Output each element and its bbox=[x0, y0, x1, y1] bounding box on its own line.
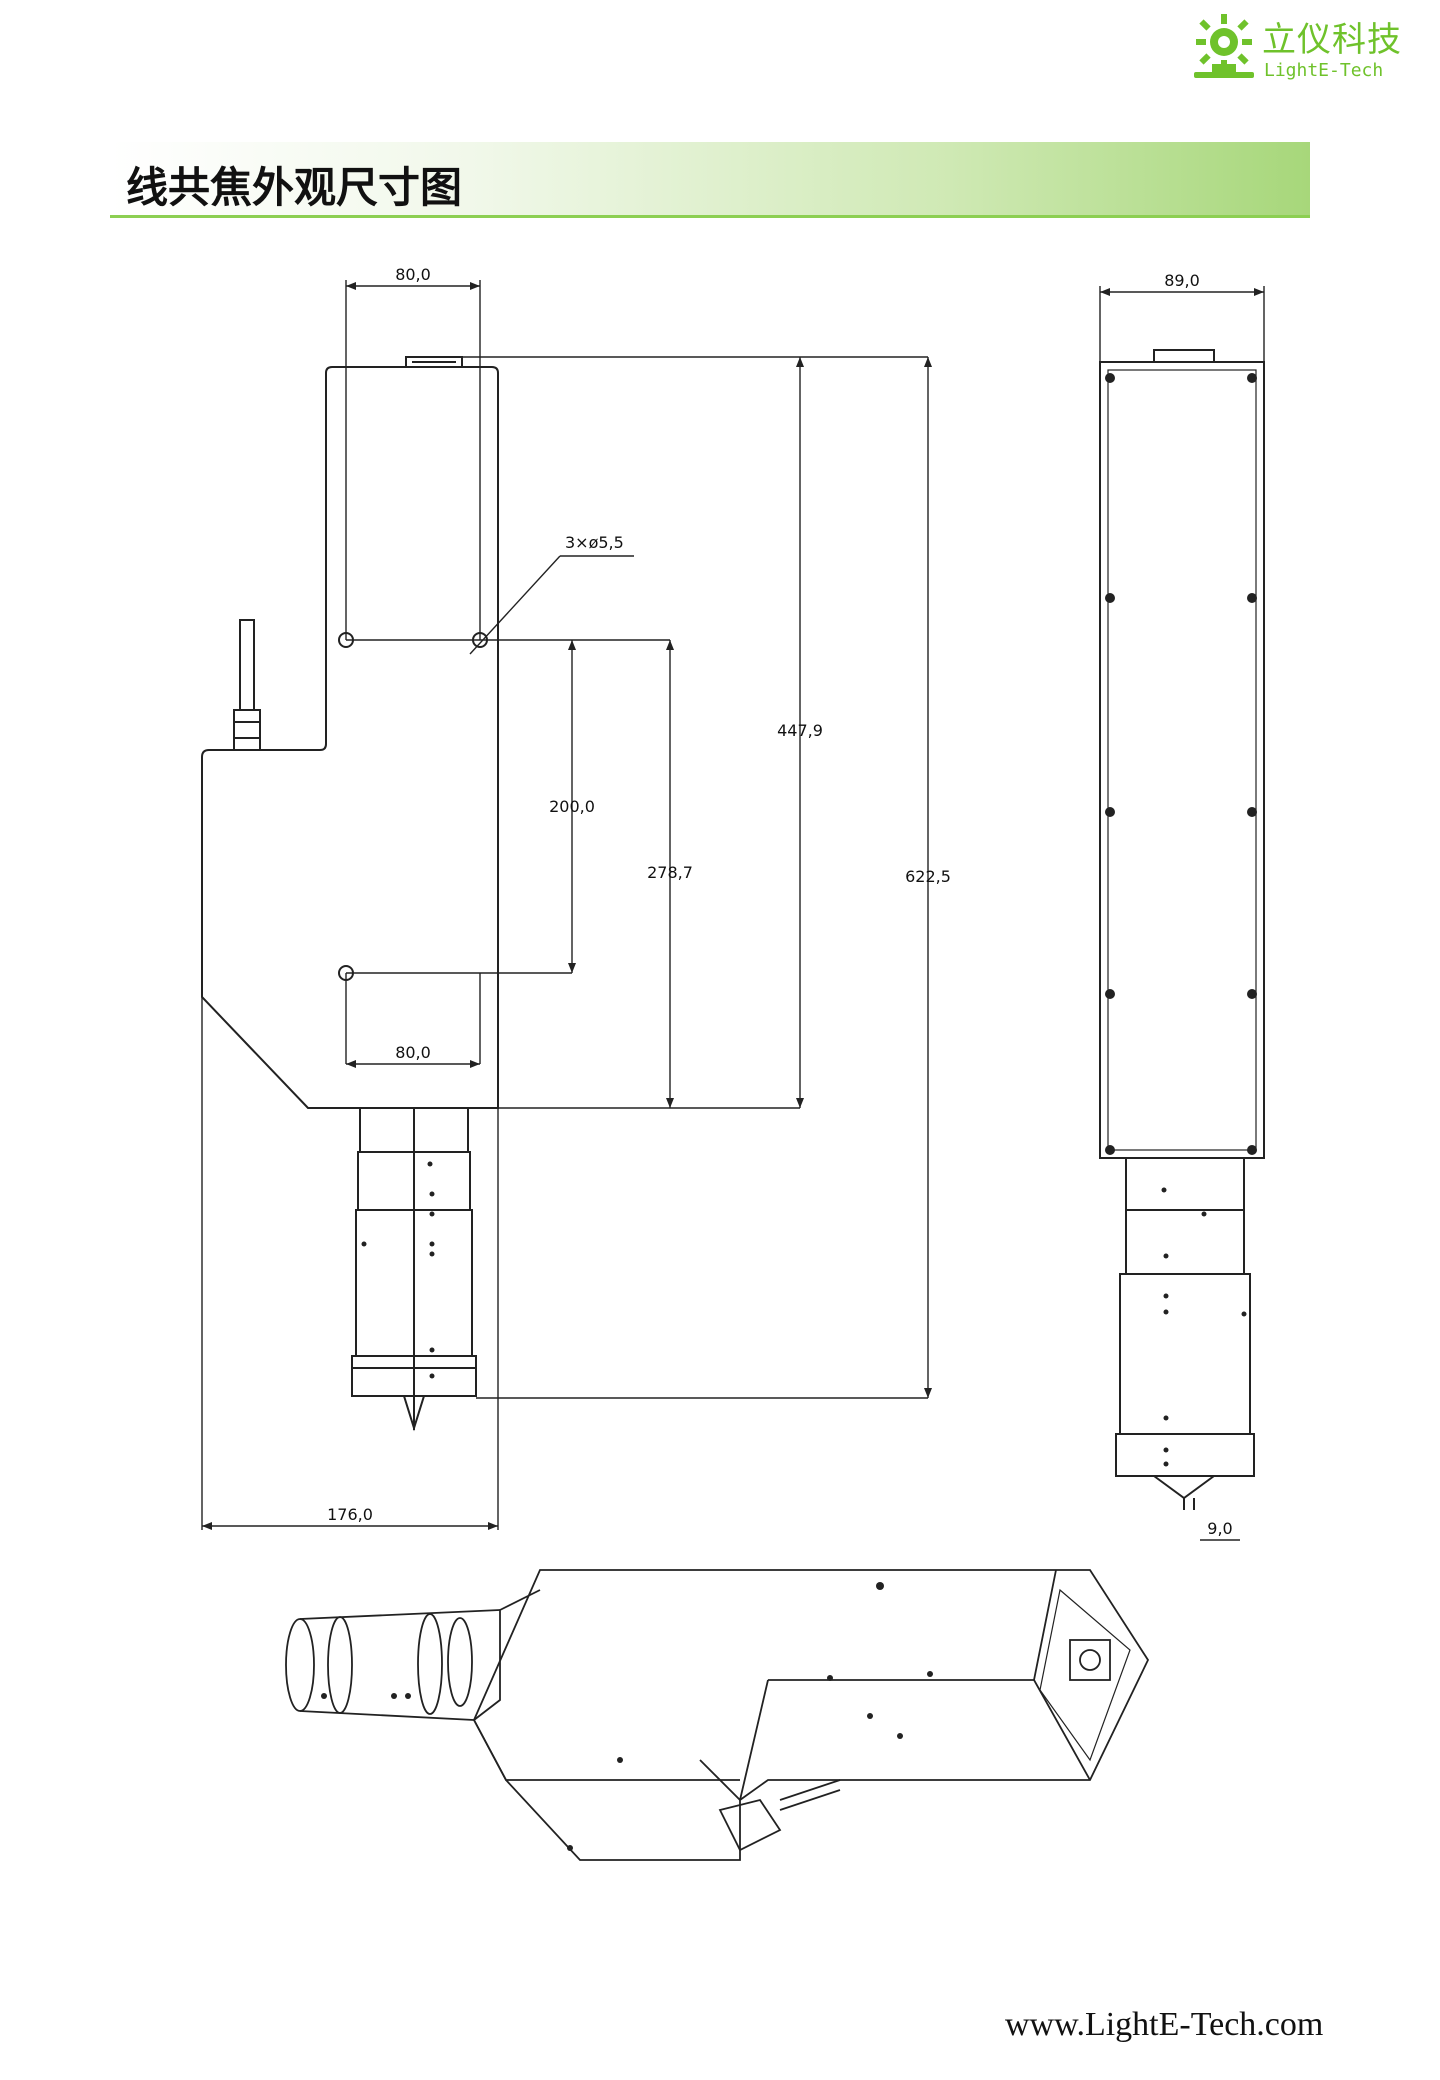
dim-side-width: 89,0 bbox=[1164, 271, 1200, 290]
brand-name-cn: 立仪科技 bbox=[1262, 20, 1402, 60]
side-view bbox=[1099, 286, 1265, 1541]
dim-hole-callout: 3×ø5,5 bbox=[565, 533, 624, 552]
dimension-lines bbox=[201, 280, 929, 1530]
dim-front-top-width: 80,0 bbox=[395, 265, 431, 284]
dim-bottom-hole-spacing: 80,0 bbox=[395, 1043, 431, 1062]
front-view bbox=[201, 356, 499, 1432]
dim-overall-height: 622,5 bbox=[905, 867, 951, 886]
isometric-view bbox=[285, 1569, 1150, 1861]
section-title-bar: 线共焦外观尺寸图 bbox=[110, 142, 1310, 218]
dim-tip-offset: 9,0 bbox=[1207, 1519, 1232, 1538]
dim-body-height: 447,9 bbox=[777, 721, 823, 740]
dim-hole-to-bottom: 278,7 bbox=[647, 863, 693, 882]
footer-website: www.LightE-Tech.com bbox=[1005, 2006, 1324, 2043]
brand-logo: 立仪科技 LightE-Tech bbox=[1190, 10, 1420, 90]
sun-gear-logo-icon bbox=[1194, 14, 1254, 78]
brand-name-en: LightE-Tech bbox=[1264, 60, 1384, 81]
section-title: 线共焦外观尺寸图 bbox=[126, 163, 463, 212]
dim-hole-vertical: 200,0 bbox=[549, 797, 595, 816]
dim-overall-width: 176,0 bbox=[327, 1505, 373, 1524]
